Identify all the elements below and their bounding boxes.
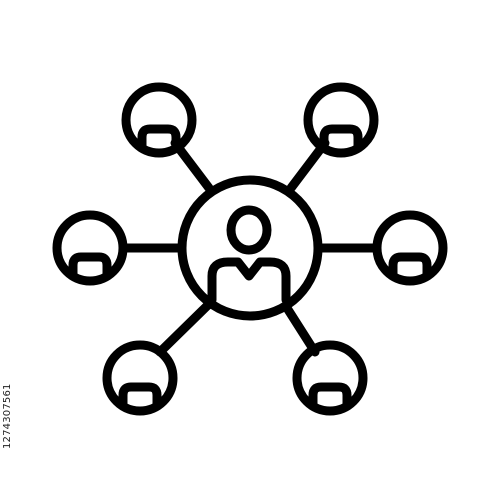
user-node-bottom-left <box>102 340 178 416</box>
central-user-circle <box>177 175 323 321</box>
user-node-bottom-right <box>292 340 368 416</box>
user-node-right <box>372 210 448 286</box>
user-node-top-right <box>303 82 379 158</box>
connector-bottom-right <box>282 303 320 357</box>
stock-image-id-text: 1274307561 <box>2 383 13 449</box>
central-user-head <box>226 205 272 255</box>
central-user-icon <box>177 175 323 321</box>
central-user-body <box>207 257 291 305</box>
stock-image-id: 1274307561 <box>2 383 16 455</box>
user-node-left <box>52 210 128 286</box>
user-node-top-left <box>121 82 197 158</box>
connector-bottom-left <box>155 300 213 357</box>
